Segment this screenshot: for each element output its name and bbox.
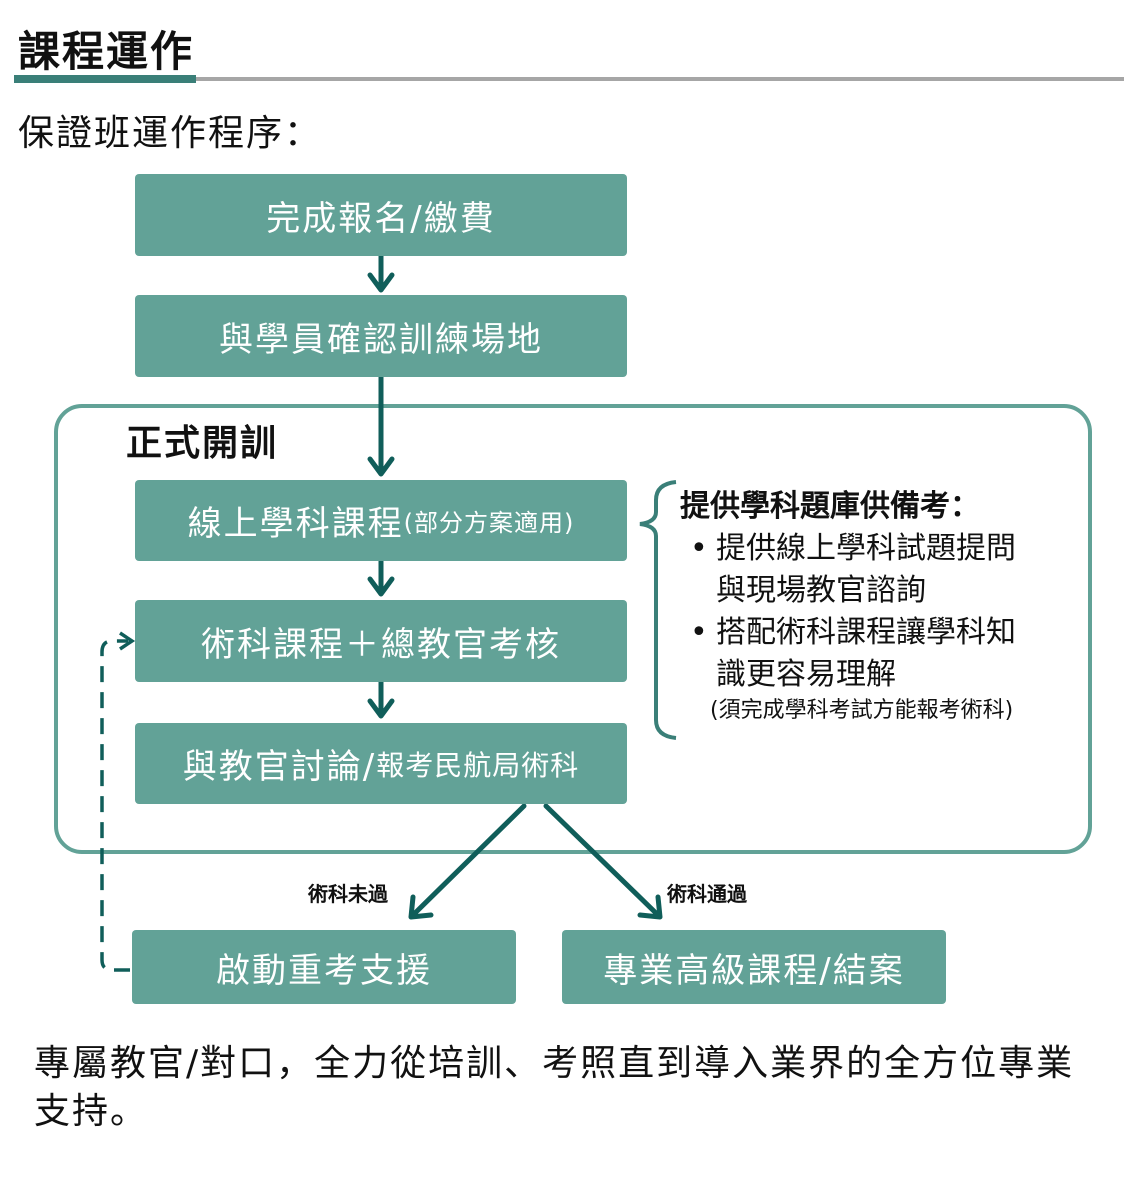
- step-advanced-course: 專業高級課程/結案: [562, 930, 946, 1004]
- step-label: 專業高級課程/結案: [603, 950, 905, 991]
- note-item: 搭配術科課程讓學科知識更容易理解: [680, 612, 1036, 696]
- arrow-s4-s5: [367, 679, 395, 719]
- step-discussion: 與教官討論/報考民航局術科: [135, 723, 627, 804]
- step-retake-support: 啟動重考支援: [132, 930, 516, 1004]
- footer-text: 專屬教官/對口，全力從培訓、考照直到導入業界的全方位專業支持。: [34, 1043, 1075, 1132]
- note-item: 提供線上學科試題提問與現場教官諮詢: [680, 528, 1036, 612]
- retry-loop-arrow: [100, 639, 130, 972]
- step-label: 術科課程＋總教官考核: [201, 624, 561, 665]
- arrow-s1-s2: [367, 253, 395, 293]
- step-note: 報考民航局術科: [376, 748, 580, 782]
- step-label: 與教官討論/: [182, 747, 377, 787]
- subtitle: 保證班運作程序：: [18, 113, 323, 154]
- note-brace: [639, 480, 677, 740]
- arrow-to-fail: [408, 803, 527, 920]
- note-footnote: (須完成學科考試方能報考術科): [710, 698, 1014, 723]
- training-phase-label: 正式開訓: [126, 423, 279, 464]
- arrow-s3-s4: [367, 558, 395, 597]
- title-underline-accent: [14, 75, 196, 83]
- title-underline: [196, 77, 1124, 81]
- training-phase-frame: [54, 404, 1092, 854]
- theory-note: 提供學科題庫供備考： 提供線上學科試題提問與現場教官諮詢 搭配術科課程讓學科知識…: [680, 486, 1036, 726]
- step-online-theory: 線上學科課程(部分方案適用): [135, 480, 627, 561]
- arrow-to-pass: [543, 803, 663, 920]
- step-confirm-venue: 與學員確認訓練場地: [135, 295, 627, 377]
- step-note: (部分方案適用): [403, 509, 575, 537]
- step-label: 啟動重考支援: [216, 950, 432, 991]
- step-label: 與學員確認訓練場地: [219, 319, 543, 360]
- fail-edge-label: 術科未過: [308, 882, 388, 906]
- page-title: 課程運作: [18, 27, 195, 76]
- pass-edge-label: 術科通過: [667, 882, 747, 906]
- step-registration: 完成報名/繳費: [135, 174, 627, 256]
- step-label: 線上學科課程: [187, 504, 404, 544]
- step-practical: 術科課程＋總教官考核: [135, 600, 627, 682]
- note-heading: 提供學科題庫供備考：: [680, 489, 980, 524]
- arrow-s2-s3: [367, 374, 395, 477]
- step-label: 完成報名/繳費: [266, 198, 496, 239]
